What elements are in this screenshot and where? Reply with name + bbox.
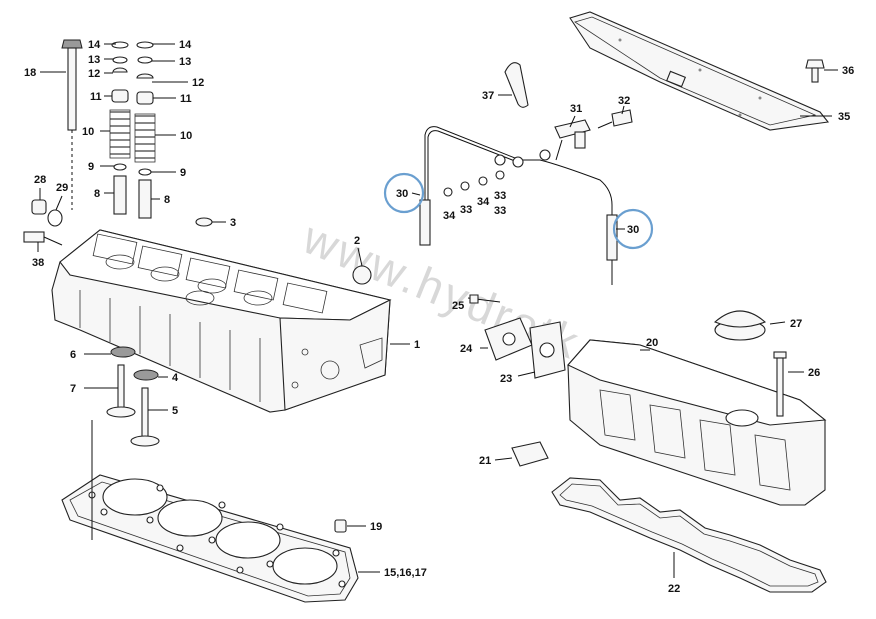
callout-33-right: 33 <box>494 205 506 217</box>
part-2-plug <box>352 265 372 285</box>
callout-23: 23 <box>500 373 512 385</box>
cylinder-head <box>51 229 392 413</box>
heat-shield <box>569 11 830 131</box>
callout-30-right: 30 <box>627 224 639 236</box>
callout-26: 26 <box>808 367 820 379</box>
callout-33-left: 33 <box>460 204 472 216</box>
callout-32: 32 <box>618 95 630 107</box>
callout-37: 37 <box>482 90 494 102</box>
callout-22: 22 <box>668 583 680 595</box>
callout-12-right: 12 <box>192 77 204 89</box>
valve-stack-right <box>134 41 156 219</box>
highlight-circle-left <box>383 172 425 214</box>
callout-9-left: 9 <box>88 161 94 173</box>
valve-left <box>106 346 136 418</box>
callout-24: 24 <box>460 343 473 355</box>
valve-cover <box>567 339 827 506</box>
oil-filler-cap <box>713 310 767 341</box>
callout-12-left: 12 <box>88 68 100 80</box>
callout-33-mid: 33 <box>494 190 506 202</box>
cable-strap <box>504 62 529 108</box>
callout-34-right: 34 <box>477 196 490 208</box>
callout-8-left: 8 <box>94 188 100 200</box>
callout-30-left: 30 <box>396 188 408 200</box>
valve-right <box>130 369 160 447</box>
callout-2: 2 <box>354 235 360 247</box>
callout-9-right: 9 <box>180 167 186 179</box>
callout-10-right: 10 <box>180 130 192 142</box>
bolt-26 <box>773 351 787 417</box>
callout-13-left: 13 <box>88 54 100 66</box>
callout-3: 3 <box>230 217 236 229</box>
valve-stack-left <box>109 41 131 215</box>
callout-21: 21 <box>479 455 491 467</box>
bolt-32 <box>597 109 633 129</box>
callout-36: 36 <box>842 65 854 77</box>
leader-lines <box>37 43 838 578</box>
sensor-plug <box>23 199 63 246</box>
callout-27: 27 <box>790 318 802 330</box>
highlight-circle-right <box>612 208 654 250</box>
fuel-lines <box>419 126 618 285</box>
part-21-bracket <box>511 441 549 467</box>
callout-18: 18 <box>24 67 36 79</box>
callout-11-left: 11 <box>90 91 102 103</box>
callout-28: 28 <box>34 174 46 186</box>
callout-10-left: 10 <box>82 126 94 138</box>
callout-35: 35 <box>838 111 850 123</box>
head-gasket <box>61 474 359 603</box>
callout-31: 31 <box>570 103 582 115</box>
valve-cover-gasket <box>551 477 827 593</box>
clamp <box>554 119 591 161</box>
callout-labels: 14 14 13 13 12 12 11 11 10 10 9 9 8 8 18… <box>24 39 854 595</box>
callout-38: 38 <box>32 257 44 269</box>
head-bolt <box>61 39 83 210</box>
callout-14-left: 14 <box>88 39 101 51</box>
callout-11-right: 11 <box>180 93 192 105</box>
callout-13-right: 13 <box>179 56 191 68</box>
callout-15-16-17: 15,16,17 <box>384 567 427 579</box>
callout-8-right: 8 <box>164 194 170 206</box>
callout-29: 29 <box>56 182 68 194</box>
callout-19: 19 <box>370 521 382 533</box>
callout-6: 6 <box>70 349 76 361</box>
callout-14-right: 14 <box>179 39 192 51</box>
callout-34-left: 34 <box>443 210 456 222</box>
breather-housing <box>467 294 566 379</box>
part-19-dowel <box>334 519 347 533</box>
callout-20: 20 <box>646 337 658 349</box>
bolt-36 <box>805 59 825 83</box>
callout-25: 25 <box>452 300 464 312</box>
callout-4: 4 <box>172 372 179 384</box>
callout-5: 5 <box>172 405 178 417</box>
callout-7: 7 <box>70 383 76 395</box>
part-3-plug <box>195 217 213 227</box>
callout-1: 1 <box>414 339 420 351</box>
